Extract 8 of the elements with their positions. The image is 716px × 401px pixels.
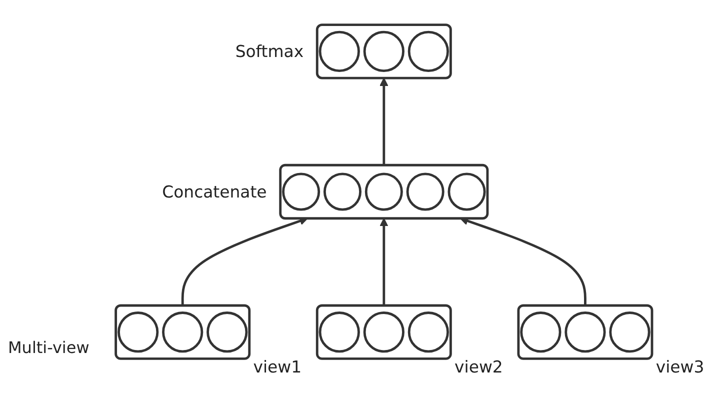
layer-label: Concatenate — [162, 182, 267, 202]
arrow — [380, 218, 388, 306]
row-label: Multi-view — [8, 338, 90, 357]
layer-label: view3 — [656, 356, 704, 376]
layer-label: view1 — [253, 356, 302, 376]
layer-label: Softmax — [235, 42, 304, 61]
arrow — [380, 77, 388, 165]
layer-label: view2 — [454, 356, 503, 376]
